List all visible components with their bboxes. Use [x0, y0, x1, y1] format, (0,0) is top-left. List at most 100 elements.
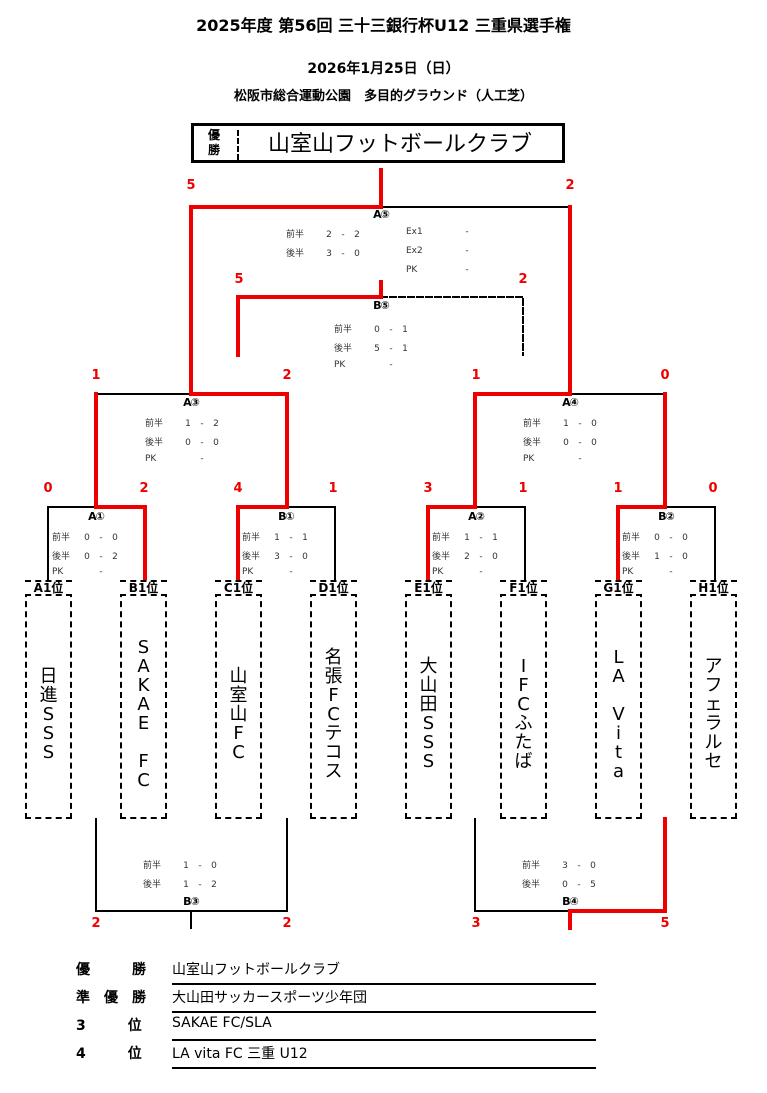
champion-box: 優 勝 山室山フットボールクラブ	[191, 123, 565, 163]
team-name-char: 日	[39, 665, 58, 687]
champion-label-2: 勝	[207, 143, 220, 157]
team-name-char: S	[137, 637, 150, 658]
team-seed: G1位	[595, 580, 642, 596]
tournament-date: 2026年1月25日（日）	[307, 61, 460, 77]
detail-B2-pk: PK-	[622, 567, 673, 577]
score-A4-left: 1	[471, 368, 481, 383]
team-seed: B1位	[120, 580, 167, 596]
team-seed: A1位	[25, 580, 72, 596]
win-B1	[236, 392, 289, 583]
score-B4-left: 3	[471, 916, 481, 931]
team-seed: F1位	[500, 580, 547, 596]
team-name-char: た	[514, 732, 533, 753]
match-label-B4: B④	[562, 895, 579, 908]
team-name-char: ェ	[704, 694, 723, 715]
standing-team: 山室山フットボールクラブ	[172, 962, 340, 978]
score-A1-right: 2	[139, 481, 149, 496]
team-name-char: S	[42, 741, 55, 763]
score-A3-right: 2	[282, 368, 292, 383]
team-name-char: F	[233, 722, 244, 744]
score-B2-left: 1	[613, 481, 623, 496]
score-A1-left: 0	[43, 481, 53, 496]
team-name-char: V	[612, 703, 625, 725]
detail-A5-pk: PK-	[406, 265, 469, 275]
team-name-char: a	[612, 760, 625, 782]
win-A3	[189, 205, 289, 396]
team-name-char: セ	[704, 751, 723, 772]
team-name-char: コ	[324, 741, 343, 763]
team-name-char: i	[615, 722, 621, 744]
line-B5-right	[380, 296, 524, 356]
score-A4-right: 0	[660, 368, 670, 383]
standing-team: LA vita FC 三重 U12	[172, 1046, 308, 1062]
detail-A4-pk: PK-	[523, 454, 582, 464]
team-seed: H1位	[690, 580, 737, 596]
tournament-title: 2025年度 第56回 三十三銀行杯U12 三重県選手権	[196, 16, 571, 35]
team-name-char: 張	[324, 665, 343, 687]
team-name-char: E	[137, 713, 150, 734]
team-name-char: ラ	[704, 713, 723, 734]
champion-label: 優 勝	[202, 128, 226, 158]
standing-rank: 3 位	[76, 1018, 142, 1034]
score-A3-left: 1	[91, 368, 101, 383]
team-name-char: ば	[514, 751, 533, 772]
team-name-char: A	[612, 665, 625, 687]
win-B4	[568, 817, 667, 930]
team-box: H1位アフェラルセ	[690, 580, 737, 819]
team-name-char: F	[328, 684, 339, 706]
win-A4	[473, 205, 572, 396]
team-name-char: 山	[419, 675, 438, 696]
team-name-char	[616, 686, 622, 705]
team-name-char: C	[517, 694, 530, 715]
team-name-char: S	[422, 713, 435, 734]
standing-row: 準 優 勝大山田サッカースポーツ少年団	[76, 983, 596, 1013]
team-name-char	[141, 733, 147, 752]
score-B1-left: 4	[233, 481, 243, 496]
team-name-char: ス	[324, 760, 343, 782]
win-A5	[189, 168, 383, 209]
line-B1-right	[286, 506, 336, 582]
win-A1	[94, 392, 147, 583]
detail-A5-ex1: Ex1-	[406, 227, 469, 237]
team-name-char: ふ	[514, 713, 533, 734]
team-name: アフェラルセ	[692, 621, 735, 807]
win-B2	[616, 392, 667, 583]
standing-row: 優 勝 山室山フットボールクラブ	[76, 955, 596, 985]
line-B2-right	[664, 506, 716, 582]
team-name-char: S	[422, 751, 435, 772]
detail-B5-pk: PK-	[334, 360, 393, 370]
team-name-char: K	[137, 675, 150, 696]
champion-label-1: 優	[207, 128, 220, 142]
team-name-char: 田	[419, 694, 438, 715]
team-name-char: F	[138, 751, 149, 772]
standing-rank: 優 勝	[76, 962, 146, 978]
team-name-char: S	[42, 703, 55, 725]
team-seed: E1位	[405, 580, 452, 596]
team-name-char: A	[137, 694, 150, 715]
score-B5-right: 2	[518, 272, 528, 287]
